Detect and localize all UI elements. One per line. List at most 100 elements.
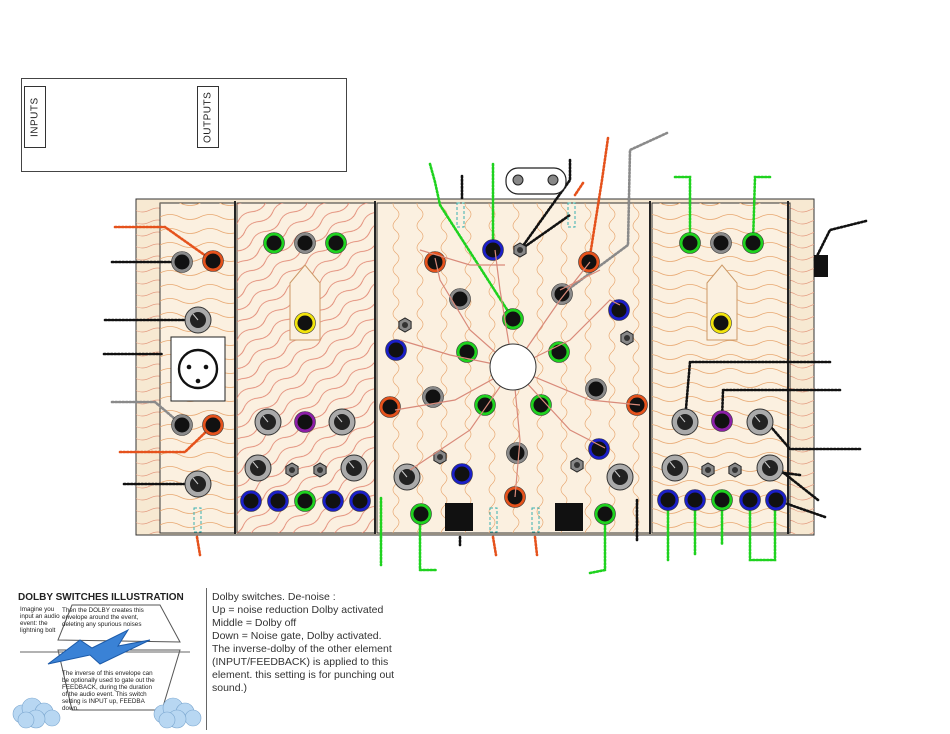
- branch-line: [512, 299, 621, 369]
- top-clip-eye: [547, 174, 559, 186]
- patch-cable: [763, 418, 862, 451]
- patch-cable: [533, 535, 539, 557]
- input-jack-green-hole: [413, 506, 429, 522]
- output-jack-gray-hole: [713, 235, 729, 251]
- output-jack-gray-hole: [174, 254, 190, 270]
- envelope-top: [57, 604, 181, 643]
- dashed-marker: [489, 507, 498, 533]
- knob-pointer: [679, 415, 686, 423]
- input-jack-blue-hole: [454, 466, 470, 482]
- input-jack-blue-hole: [243, 493, 259, 509]
- patch-cable: [118, 423, 215, 454]
- dashed-marker: [193, 507, 202, 533]
- legend-outputs-label: OUTPUTS: [197, 86, 219, 148]
- input-jack-blue-hole: [485, 242, 501, 258]
- output-jack-gray-hole: [588, 381, 604, 397]
- knob-pointer: [192, 477, 199, 485]
- patch-cable: [778, 468, 820, 502]
- branch-line: [512, 367, 521, 498]
- output-jack-gray-hole: [554, 286, 570, 302]
- output-jack-gray-hole: [297, 235, 313, 251]
- patch-cable: [720, 388, 842, 422]
- input-jack-green-hole: [266, 235, 282, 251]
- branch-line: [512, 367, 606, 449]
- input-jack-blue-hole: [742, 492, 758, 508]
- patch-cable: [491, 535, 498, 557]
- output-jack-orange-hole: [581, 254, 597, 270]
- divider: [206, 588, 207, 730]
- patch-cable: [683, 360, 832, 422]
- output-jack-gray-hole: [452, 291, 468, 307]
- dashed-marker: [531, 507, 540, 533]
- input-jack-blue-hole: [591, 441, 607, 457]
- patch-cable: [588, 512, 607, 575]
- knob-pointer: [252, 461, 259, 469]
- patch-cable: [518, 158, 572, 252]
- right-wood-strip: [790, 201, 814, 534]
- input-jack-purple-hole: [714, 413, 730, 429]
- cloud-icon: [153, 697, 202, 729]
- input-jack-purple-hole: [297, 414, 313, 430]
- knob-pointer: [401, 470, 408, 478]
- output-jack-orange-hole: [382, 399, 398, 415]
- output-jack-orange-hole: [205, 253, 221, 269]
- knob-pointer: [754, 415, 761, 423]
- dolby-illustration-title: DOLBY SWITCHES ILLUSTRATION: [18, 592, 184, 603]
- black-block: [814, 255, 828, 277]
- branch-line: [559, 269, 601, 291]
- input-jack-green-hole: [745, 235, 761, 251]
- description-line: Dolby switches. De-noise :: [212, 591, 336, 603]
- hex-nut-center: [624, 335, 630, 341]
- center-hole: [489, 343, 537, 391]
- output-jack-orange-hole: [427, 254, 443, 270]
- patch-cable: [813, 219, 868, 262]
- hex-nut-center: [574, 462, 580, 468]
- description-line: sound.): [212, 682, 248, 694]
- output-jack-gray-hole: [425, 389, 441, 405]
- illustration-bottom-note: The inverse of this envelope can be opti…: [62, 670, 155, 712]
- branch-line: [512, 261, 591, 369]
- dolby-description: Dolby switches. De-noise : Up = noise re…: [212, 591, 412, 695]
- input-jack-green-hole: [297, 493, 313, 509]
- description-line: element. this setting is for punching ou…: [212, 669, 395, 681]
- left-wood-strip: [136, 201, 160, 534]
- input-jack-blue-hole: [768, 492, 784, 508]
- illustration-top-note: Then the DOLBY creates this envelope aro…: [62, 607, 144, 628]
- branch-line: [419, 249, 505, 266]
- jacks: [171, 232, 787, 525]
- input-jack-blue-hole: [270, 493, 286, 509]
- dashed-marker: [456, 202, 465, 228]
- input-jack-blue-hole: [352, 493, 368, 509]
- input-jack-green-hole: [533, 397, 549, 413]
- patch-cable: [195, 535, 202, 557]
- branch-line: [494, 249, 514, 369]
- black-block: [555, 503, 583, 531]
- output-jack-yellow-hole: [713, 315, 729, 331]
- knob-pointer: [614, 470, 621, 478]
- input-jack-green-hole: [597, 506, 613, 522]
- description-line: (INPUT/FEEDBACK) is applied to this: [212, 656, 389, 668]
- input-jack-green-hole: [459, 344, 475, 360]
- top-clip: [505, 167, 567, 195]
- knob-pointer: [669, 461, 676, 469]
- input-jack-green-hole: [682, 235, 698, 251]
- hex-nut-center: [705, 467, 711, 473]
- dolby-illustration-drawing: [10, 586, 206, 732]
- input-jack-blue-hole: [660, 492, 676, 508]
- description-line: Middle = Dolby off: [212, 617, 297, 629]
- input-jack-green-hole: [714, 492, 730, 508]
- extras: [170, 167, 828, 533]
- black-block: [445, 503, 473, 531]
- case-panels: [135, 198, 815, 536]
- input-jack-blue-hole: [388, 342, 404, 358]
- branch-lines: [394, 249, 641, 498]
- cloud-puff: [184, 709, 202, 727]
- branch-line: [434, 257, 514, 369]
- knob-pointer: [262, 415, 269, 423]
- hex-nut-center: [437, 454, 443, 460]
- cloud-icon: [12, 697, 61, 729]
- dashed-marker: [567, 202, 576, 228]
- legend-box: [21, 78, 347, 172]
